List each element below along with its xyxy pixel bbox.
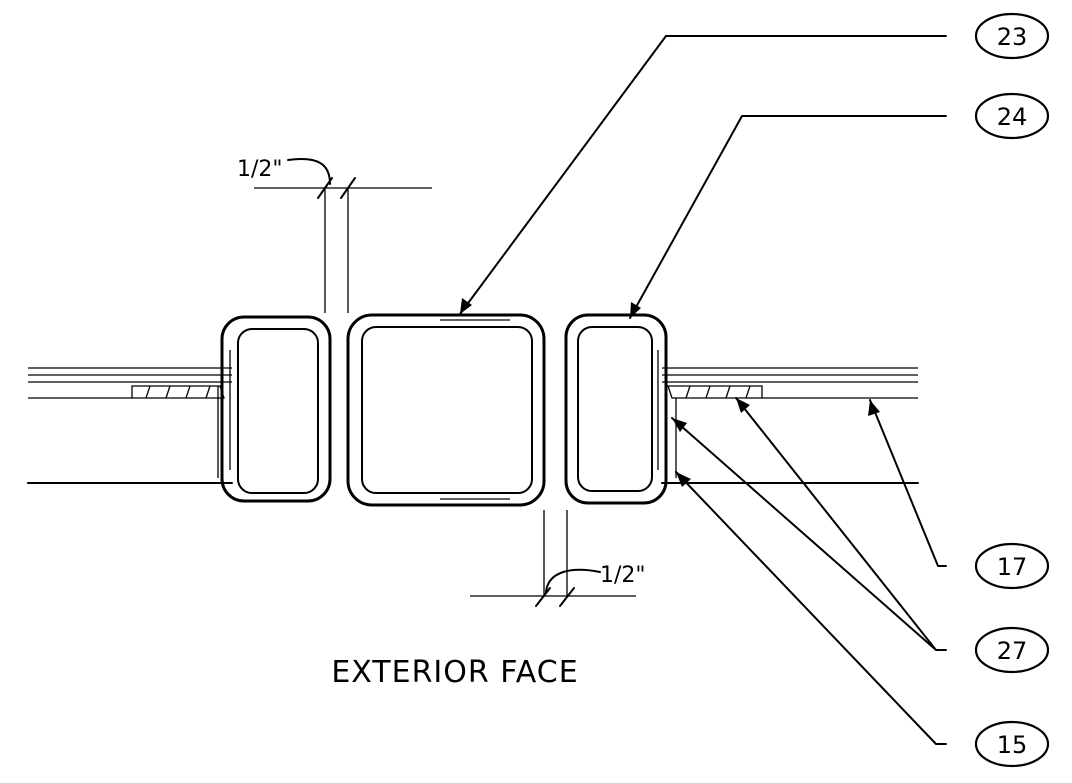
center-tube: [346, 313, 546, 507]
right-tube: [564, 313, 668, 505]
callout-27: 27: [974, 626, 1050, 674]
callout-23: 23: [974, 12, 1050, 60]
leader-lines: [459, 35, 947, 745]
callout-15-label: 15: [997, 731, 1028, 759]
callout-24: 24: [974, 92, 1050, 140]
panel-skin-right: [661, 367, 919, 484]
callout-27-label: 27: [997, 637, 1028, 665]
callout-24-label: 24: [997, 103, 1028, 131]
callout-17: 17: [974, 542, 1050, 590]
top-gap-dimension: 1/2": [237, 157, 432, 313]
callout-17-label: 17: [997, 553, 1028, 581]
top-gap-label: 1/2": [237, 157, 283, 182]
attachment-strip-left: [131, 385, 225, 478]
left-tube: [220, 315, 332, 503]
callout-15: 15: [974, 720, 1050, 768]
bottom-gap-dimension: 1/2": [470, 510, 646, 607]
exterior-face-caption: EXTERIOR FACE: [331, 655, 578, 690]
attachment-strip-right: [667, 385, 763, 478]
panel-skin-left: [27, 367, 233, 484]
callout-23-label: 23: [997, 23, 1028, 51]
bottom-gap-label: 1/2": [600, 563, 646, 588]
